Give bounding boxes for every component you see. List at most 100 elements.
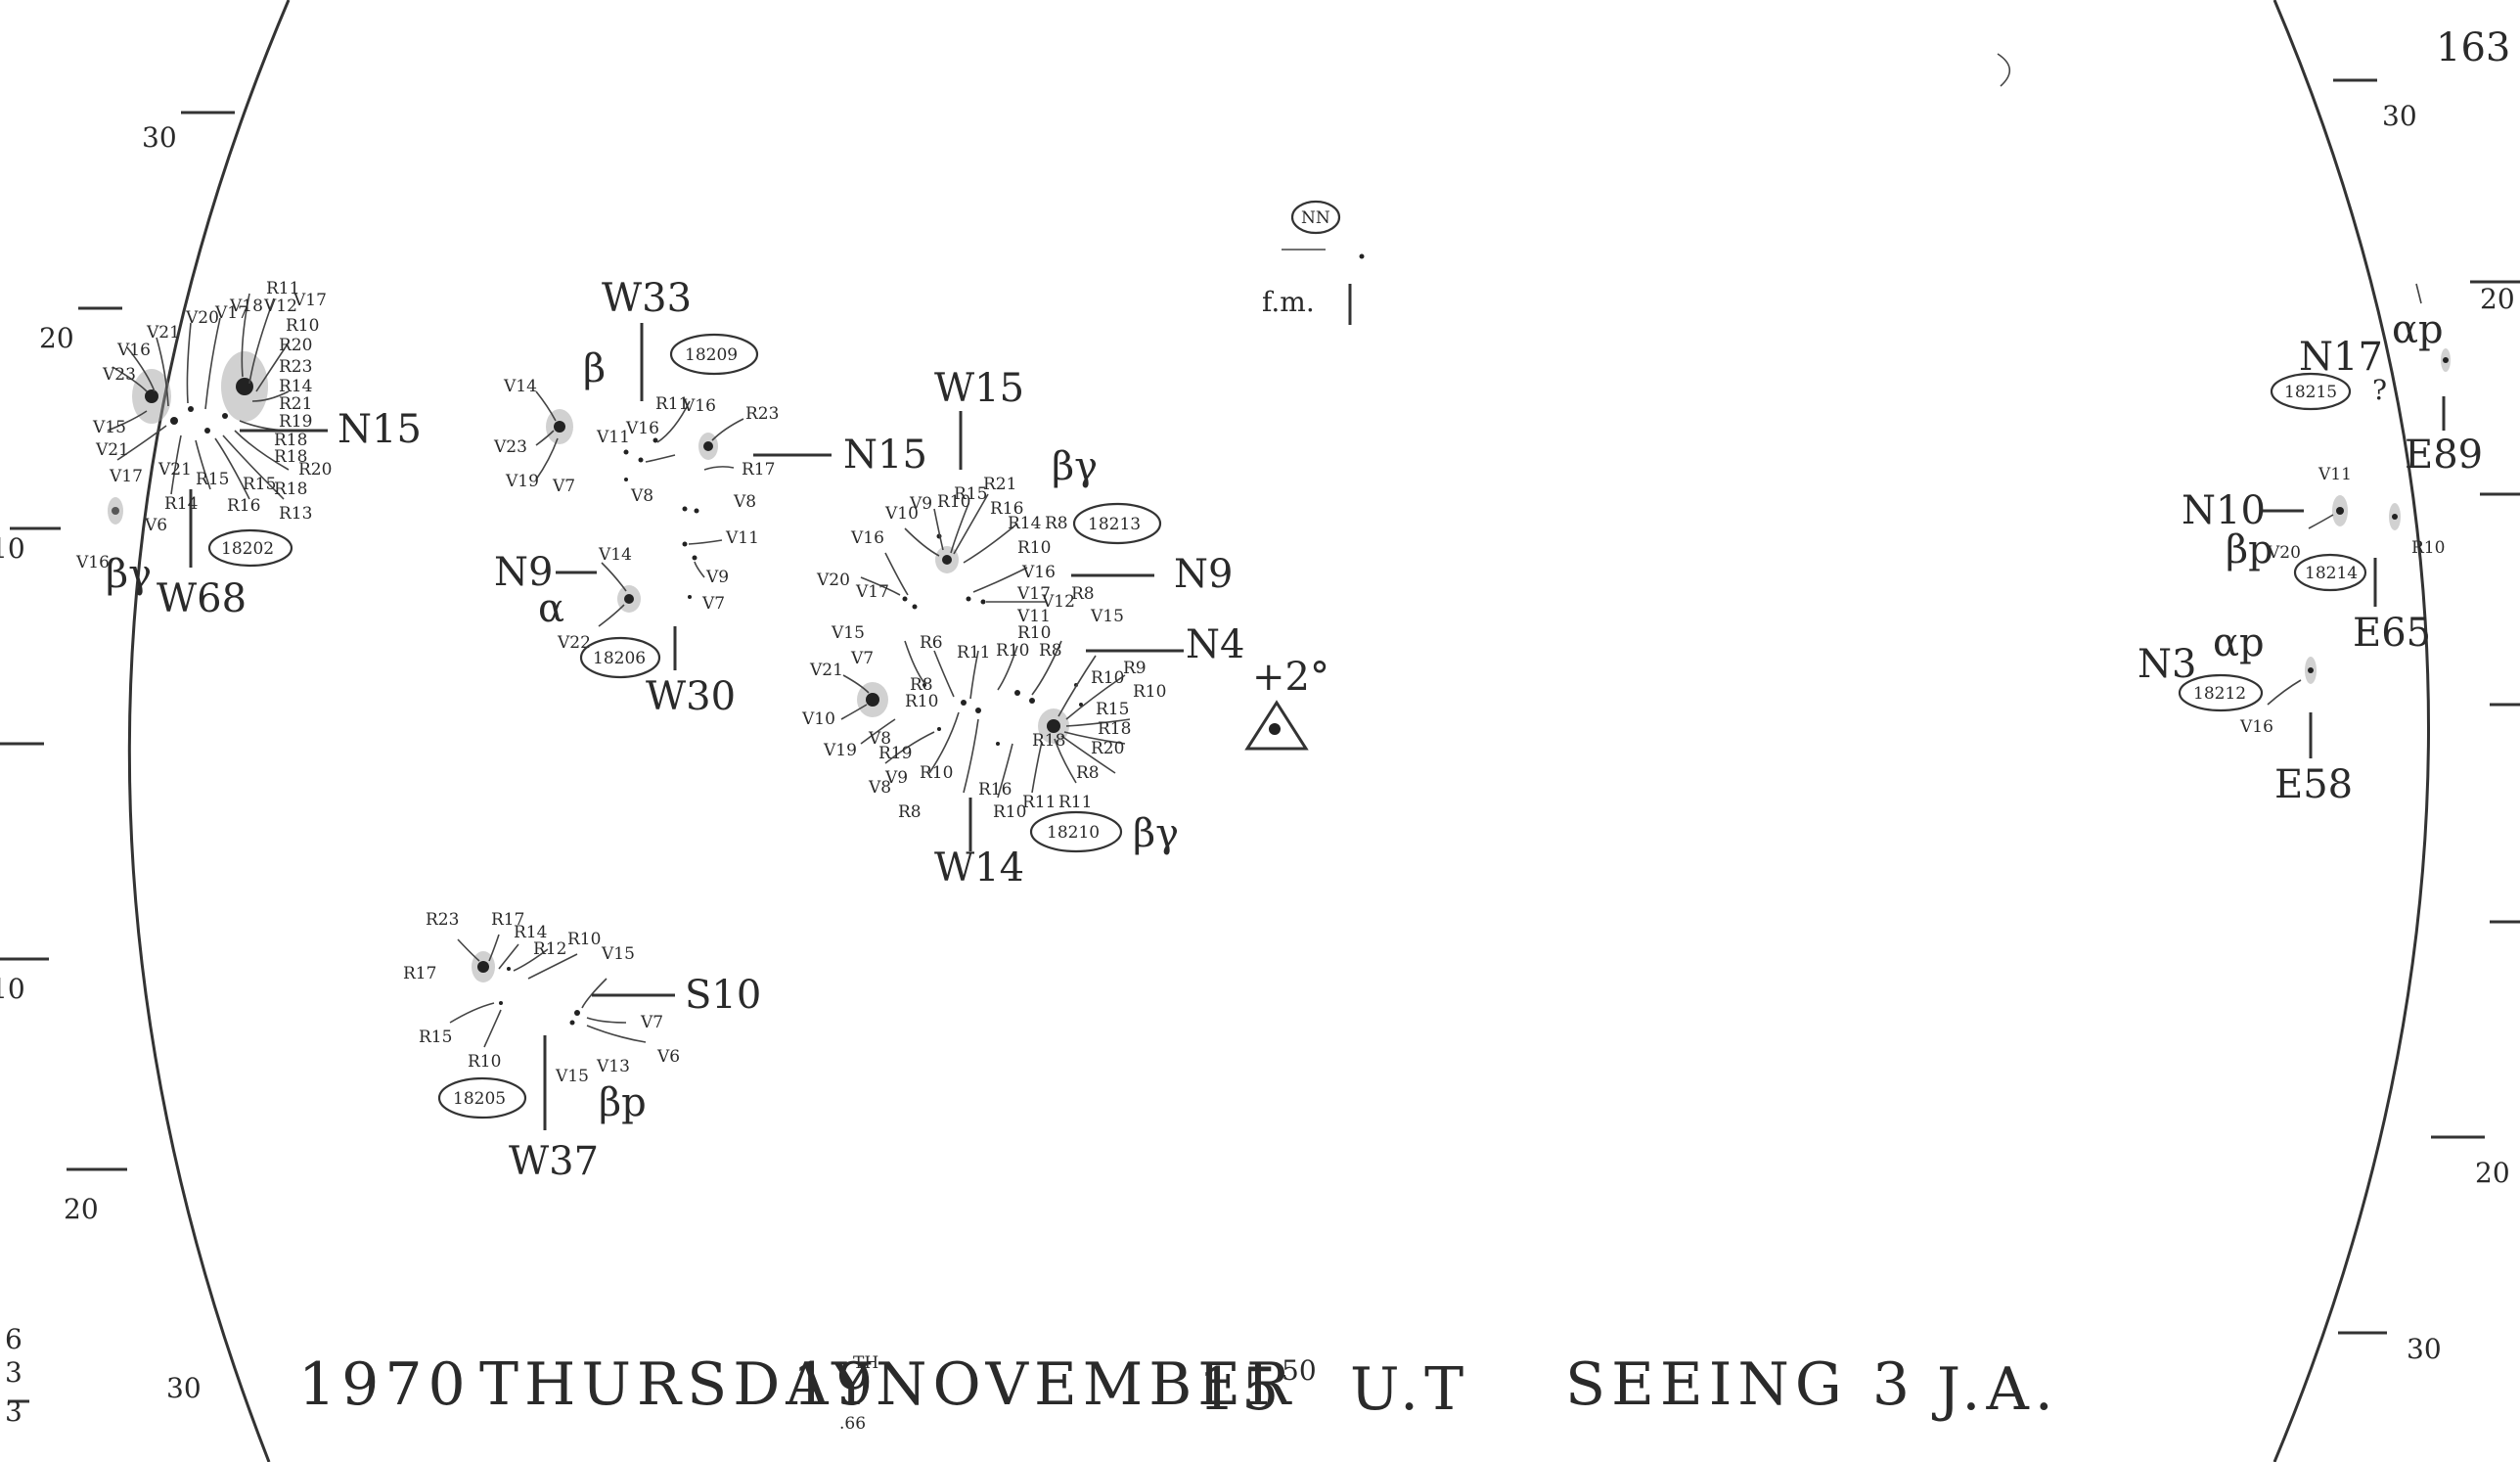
svg-text:R11: R11 (1022, 793, 1056, 812)
sunspot-group-18205: R23 R17 R14 R12 R10 V15 R17 R15 R10 V15 … (403, 910, 761, 1184)
group-18213-lon: W15 (934, 366, 1024, 411)
svg-text:V17: V17 (109, 467, 143, 486)
svg-text:V21: V21 (809, 661, 843, 680)
svg-text:V10: V10 (801, 709, 835, 729)
left-tick-label-10-top: 10 (0, 532, 25, 565)
svg-text:V11: V11 (725, 528, 759, 548)
svg-text:V14: V14 (503, 377, 537, 396)
group-18215-query: ? (2372, 374, 2387, 406)
group-18209-lat: N15 (843, 433, 927, 478)
svg-text:V16: V16 (850, 528, 884, 548)
svg-text:V17: V17 (292, 291, 327, 310)
group-18202-number: 18202 (221, 539, 274, 559)
svg-text:R15: R15 (243, 475, 276, 494)
svg-text:R10: R10 (996, 641, 1029, 661)
right-tick-label-20-bottom: 20 (2475, 1157, 2510, 1189)
svg-text:V15: V15 (555, 1067, 589, 1086)
right-limb-ticks (2333, 78, 2520, 1335)
header-note: NN f.m. (1262, 200, 1365, 325)
footer-seeing: SEEING 3 (1565, 1350, 1915, 1419)
svg-text:R10: R10 (937, 492, 970, 512)
svg-text:V6: V6 (144, 516, 167, 535)
group-18202-class: βγ (106, 552, 152, 597)
left-tick-label-20-top: 20 (39, 322, 74, 354)
right-tick-label-30-bottom: 30 (2407, 1333, 2442, 1365)
left-tick-label-30-bottom: 30 (166, 1372, 202, 1404)
left-tick-label-20-bottom: 20 (64, 1193, 99, 1225)
svg-text:R8: R8 (910, 675, 933, 695)
svg-text:V9: V9 (884, 768, 908, 788)
svg-text:R8: R8 (898, 802, 922, 822)
page-number: 163 (2436, 25, 2510, 70)
group-18209-class: β (583, 346, 606, 391)
sunspot-group-18212: V16 N3 E58 18212 αp (2138, 620, 2353, 807)
edge-mark (1997, 53, 2011, 87)
svg-text:R17: R17 (742, 460, 775, 480)
edge-small-6: 6 (5, 1323, 22, 1355)
svg-text:R23: R23 (745, 404, 779, 424)
svg-text:R10: R10 (2411, 538, 2445, 558)
svg-text:R13: R13 (279, 504, 312, 524)
svg-text:V17: V17 (214, 303, 248, 323)
group-18212-lon: E58 (2274, 762, 2353, 807)
group-18205-lat: S10 (685, 973, 761, 1018)
left-limb-ticks (0, 111, 235, 1403)
svg-text:V13: V13 (596, 1057, 630, 1076)
right-tick-label-20-top: 20 (2480, 283, 2515, 315)
svg-text:R18: R18 (274, 431, 307, 450)
svg-text:R15: R15 (954, 484, 987, 504)
solar-limb-right (2272, 0, 2430, 1462)
svg-text:V11: V11 (1016, 607, 1051, 626)
svg-text:R16: R16 (978, 780, 1012, 800)
sunspot-group-18202: V16 V21 V20 V18 R11 V17 V12 V17 R10 R20 … (75, 279, 422, 621)
svg-text:V20: V20 (185, 308, 219, 328)
svg-text:R11: R11 (266, 279, 299, 298)
svg-text:V23: V23 (493, 437, 527, 457)
group-18213-lat: N9 (1174, 552, 1233, 597)
group-18213-number: 18213 (1088, 515, 1141, 534)
group-18215-class: αp (2392, 307, 2444, 352)
left-tick-label-10-bottom: 10 (0, 973, 25, 1005)
sunspot-group-18214: V11 V20 R10 N10 E65 18214 βp (2182, 465, 2445, 656)
svg-text:R11: R11 (655, 394, 689, 414)
svg-text:R10: R10 (1133, 682, 1166, 702)
svg-text:R23: R23 (426, 910, 459, 930)
svg-text:V21: V21 (95, 440, 129, 460)
svg-text:R14: R14 (1008, 514, 1041, 533)
svg-text:V8: V8 (868, 778, 891, 798)
solar-limb-left (127, 0, 291, 1462)
group-18206-lat: N9 (494, 550, 553, 595)
svg-text:R16: R16 (990, 499, 1023, 519)
group-18212-lat: N3 (2138, 642, 2196, 687)
svg-text:V20: V20 (2267, 543, 2301, 563)
svg-text:R8: R8 (1076, 763, 1100, 783)
svg-text:R10: R10 (1017, 538, 1051, 558)
group-18205-class: βp (599, 1080, 647, 1125)
group-18205-number: 18205 (453, 1089, 506, 1109)
svg-text:R9: R9 (1123, 659, 1147, 678)
svg-text:V16: V16 (625, 419, 659, 438)
svg-text:R23: R23 (279, 357, 312, 377)
group-18202-lat: N15 (338, 407, 422, 452)
svg-text:R14: R14 (279, 377, 312, 396)
header-note-text: f.m. (1262, 286, 1315, 318)
svg-text:R11: R11 (957, 643, 990, 662)
group-18205-lon: W37 (509, 1139, 599, 1184)
svg-text:R10: R10 (567, 930, 601, 949)
group-18215-number: 18215 (2284, 383, 2337, 402)
svg-text:V7: V7 (640, 1013, 663, 1032)
svg-text:R17: R17 (403, 964, 436, 983)
svg-text:V18: V18 (229, 297, 263, 316)
svg-text:R10: R10 (993, 802, 1026, 822)
sunspot-group-18215: N17 E89 18215 αp ? (2270, 283, 2483, 478)
observation-footer: 1970 THURSDAY 19 TH .66 NOVEMBER 15 50 U… (298, 1350, 2059, 1434)
svg-text:V16: V16 (1021, 563, 1056, 582)
svg-text:R10: R10 (1017, 623, 1051, 643)
svg-text:V19: V19 (823, 741, 857, 760)
group-18214-number: 18214 (2305, 564, 2358, 583)
svg-text:V15: V15 (92, 418, 126, 437)
footer-observer: J.A. (1931, 1355, 2059, 1424)
svg-text:V21: V21 (146, 323, 180, 343)
svg-text:V16: V16 (75, 553, 110, 572)
